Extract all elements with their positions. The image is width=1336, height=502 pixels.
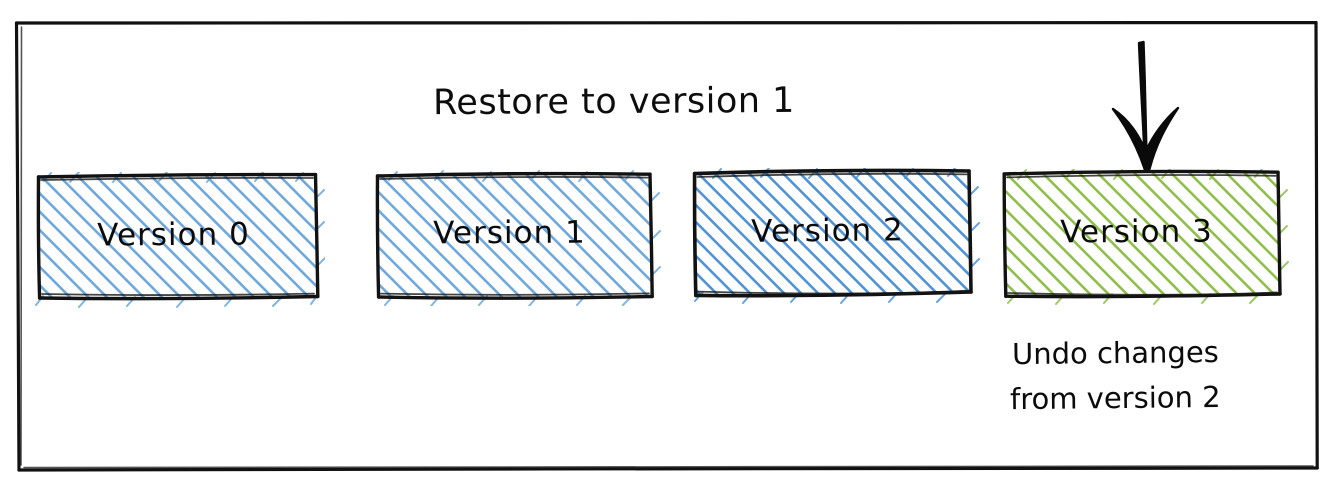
caption-line-2: from version 2 bbox=[1009, 379, 1221, 417]
caption-line-1: Undo changes bbox=[1011, 334, 1219, 372]
down-arrow-icon bbox=[1104, 38, 1188, 174]
version-box-0[interactable]: Version 0 bbox=[35, 172, 325, 308]
version-box-3[interactable]: Version 3 bbox=[1000, 169, 1289, 305]
undo-changes-caption: Undo changes from version 2 bbox=[1009, 331, 1223, 421]
page-title: Restore to version 1 bbox=[432, 80, 796, 124]
outer-border bbox=[14, 21, 1320, 472]
version-box-2[interactable]: Version 2 bbox=[691, 168, 980, 304]
version-box-1[interactable]: Version 1 bbox=[373, 170, 661, 306]
